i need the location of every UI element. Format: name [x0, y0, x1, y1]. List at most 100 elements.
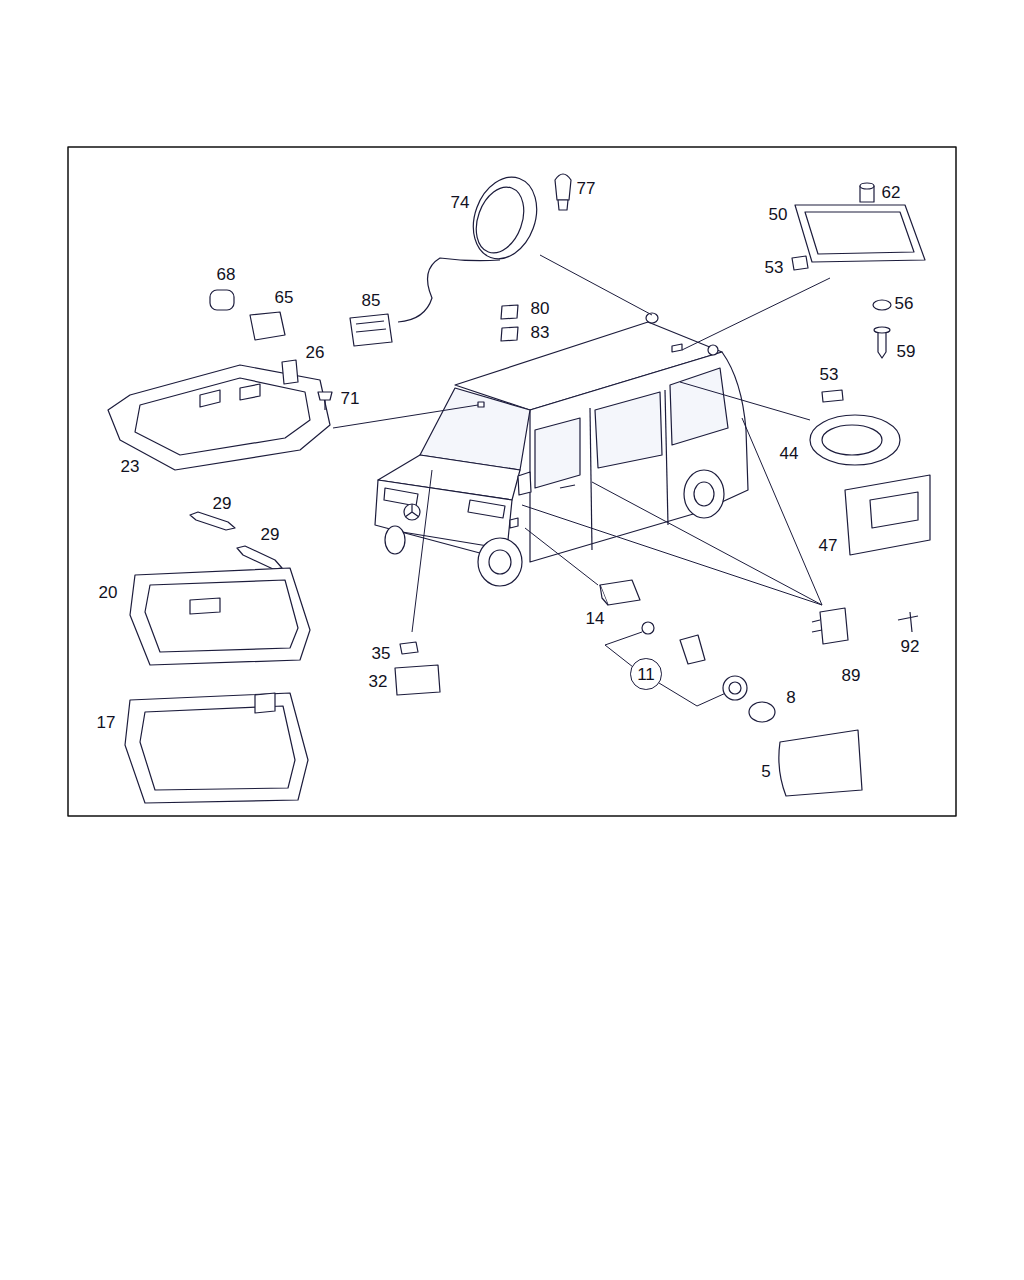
drawing-stroke: [324, 400, 325, 410]
drawing-stroke: [468, 181, 533, 260]
drawing-stroke: [600, 585, 608, 605]
callout-number: 35: [370, 644, 393, 663]
drawing-stroke: [684, 470, 724, 518]
drawing-stroke: [404, 504, 420, 520]
callout-number: 83: [529, 323, 552, 342]
callout-number: 53: [763, 258, 786, 277]
callout-number: 59: [895, 342, 918, 361]
drawing-stroke: [489, 550, 511, 574]
drawing-stroke: [501, 305, 518, 319]
callout-number: 8: [784, 688, 797, 707]
drawing-stroke: [395, 665, 440, 695]
drawing-stroke: [540, 255, 652, 315]
drawing-stroke: [125, 693, 308, 803]
callout-number: 26: [304, 343, 327, 362]
drawing-stroke: [870, 492, 918, 528]
drawing-stroke: [190, 512, 235, 530]
drawing-stroke: [145, 580, 298, 652]
drawing-stroke: [135, 378, 310, 455]
callout-number: 80: [529, 299, 552, 318]
frame: [68, 147, 956, 816]
callout-number: 29: [259, 525, 282, 544]
leader-lines: [333, 255, 830, 706]
drawing-stroke: [405, 504, 419, 517]
callout-number: 14: [584, 609, 607, 628]
callout-number: 11: [637, 666, 655, 683]
drawing-stroke: [333, 405, 478, 428]
drawing-stroke: [795, 205, 925, 262]
drawing-stroke: [810, 415, 900, 465]
drawing-stroke: [560, 485, 575, 488]
drawing-stroke: [468, 500, 505, 518]
drawing-stroke: [682, 278, 830, 350]
drawing-stroke: [659, 683, 728, 706]
callout-number: 50: [767, 205, 790, 224]
drawing-stroke: [845, 475, 930, 555]
drawing-stroke: [779, 730, 862, 796]
drawing-stroke: [237, 546, 282, 569]
callout-number: 47: [817, 536, 840, 555]
drawing-stroke: [398, 258, 500, 322]
callout-number: 20: [97, 583, 120, 602]
callout-number: 23: [119, 457, 142, 476]
drawing-stroke: [680, 382, 810, 420]
drawing-stroke: [600, 580, 640, 605]
drawing-stroke: [820, 608, 848, 644]
drawing-stroke: [255, 693, 275, 713]
drawing-stroke: [822, 425, 882, 455]
drawing-stroke: [805, 212, 914, 254]
drawing-stroke: [501, 327, 518, 341]
drawing-stroke: [792, 256, 808, 270]
drawing-stroke: [522, 505, 822, 605]
drawing-stroke: [723, 676, 747, 700]
drawing-stroke: [592, 482, 822, 605]
drawing-stroke: [318, 392, 332, 400]
drawing-stroke: [462, 168, 547, 267]
drawing-stroke: [665, 390, 668, 525]
callout-number: 17: [95, 713, 118, 732]
callout-number: 32: [367, 672, 390, 691]
drawing-stroke: [672, 344, 682, 352]
drawing-stroke: [555, 174, 571, 200]
drawing-stroke: [384, 488, 418, 506]
drawing-stroke: [412, 470, 432, 632]
drawing-stroke: [642, 622, 654, 634]
callout-number: 53: [818, 365, 841, 384]
van-illustration: [375, 313, 748, 586]
drawing-stroke: [356, 321, 386, 332]
part-shapes: [108, 168, 930, 803]
drawing-stroke: [729, 682, 741, 694]
drawing-stroke: [350, 314, 392, 346]
callout-number: 74: [449, 193, 472, 212]
drawing-stroke: [250, 312, 285, 340]
callout-number: 29: [211, 494, 234, 513]
callout-number: 89: [840, 666, 863, 685]
drawing-stroke: [595, 392, 662, 468]
drawing-stroke: [878, 330, 886, 358]
drawing-stroke: [812, 620, 822, 632]
drawing-stroke: [860, 183, 874, 189]
drawing-stroke: [742, 418, 822, 605]
drawing-stroke: [282, 360, 298, 384]
drawing-stroke: [680, 635, 705, 664]
drawing-stroke: [558, 200, 568, 210]
drawing-stroke: [190, 598, 220, 614]
callout-number: 77: [575, 179, 598, 198]
drawing-stroke: [510, 518, 518, 528]
drawing-stroke: [130, 568, 310, 665]
drawing-stroke: [670, 368, 728, 445]
drawing-stroke: [535, 418, 580, 488]
drawing-stroke: [898, 612, 918, 632]
callout-number: 71: [339, 389, 362, 408]
drawing-stroke: [200, 384, 260, 407]
drawing-stroke: [525, 528, 598, 585]
drawing-stroke: [210, 290, 234, 310]
callout-number: 44: [778, 444, 801, 463]
callout-number: 65: [273, 288, 296, 307]
callout-number: 5: [759, 762, 772, 781]
callout-number: 85: [360, 291, 383, 310]
callout-number: 56: [893, 294, 916, 313]
drawing-stroke: [694, 482, 714, 506]
